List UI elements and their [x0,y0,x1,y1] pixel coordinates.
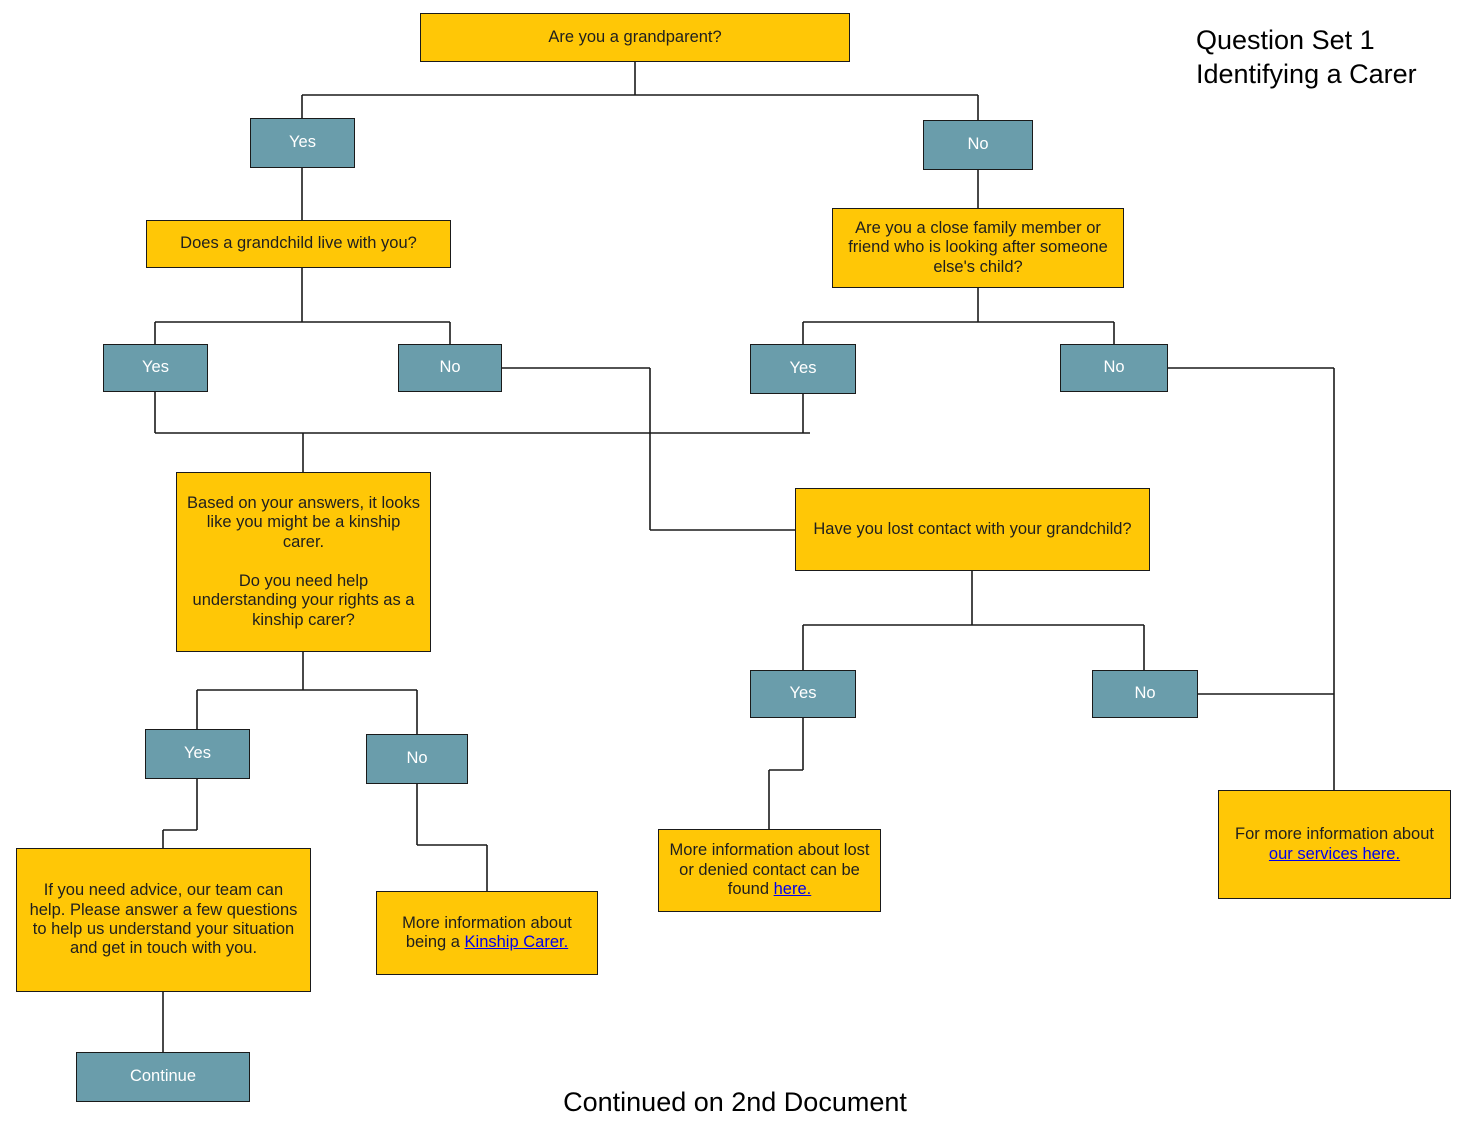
node-label: Continue [129,1067,197,1086]
outcome-being-a-kinship-carer[interactable]: More information about being a Kinship C… [376,891,598,975]
node-label: For more information about our services … [1219,823,1450,866]
outcome-text: More information about lost or denied co… [669,841,870,899]
node-label: Yes [184,744,211,763]
outcome-our-services[interactable]: For more information about our services … [1218,790,1451,899]
node-label: If you need advice, our team can help. P… [29,881,298,958]
node-label: Does a grandchild live with you? [180,234,417,253]
answer-yes-close-family-member[interactable]: Yes [750,344,856,394]
page-title: Question Set 1 Identifying a Carer [1196,25,1417,89]
node-label: Yes [142,358,169,377]
answer-no-grandchild-lives-with-you[interactable]: No [398,344,502,392]
kinship-carer-link[interactable]: Kinship Carer. [464,933,569,951]
question-kinship-carer-rights[interactable]: Based on your answers, it looks like you… [176,472,431,652]
question-have-you-lost-contact[interactable]: Have you lost contact with your grandchi… [795,488,1150,571]
answer-no-lost-contact[interactable]: No [1092,670,1198,718]
node-label: More information about lost or denied co… [659,839,880,901]
outcome-text: For more information about [1234,825,1434,844]
node-label: No [406,749,428,768]
answer-yes-need-help-rights[interactable]: Yes [145,729,250,779]
node-label: Are you a close family member or friend … [848,218,1108,276]
outcome-text: More information about being a [402,913,572,951]
answer-no-grandparent[interactable]: No [923,120,1033,170]
node-label: Yes [789,684,817,703]
node-label: No [1134,684,1156,703]
continue-button[interactable]: Continue [76,1052,250,1102]
node-label: More information about being a Kinship C… [377,912,597,955]
answer-no-close-family-member[interactable]: No [1060,344,1168,392]
answer-yes-grandparent[interactable]: Yes [250,118,355,168]
answer-no-need-help-rights[interactable]: No [366,734,468,784]
node-label: Have you lost contact with your grandchi… [813,519,1132,538]
our-services-here-link[interactable]: our services here. [1268,844,1401,863]
question-are-you-a-grandparent[interactable]: Are you a grandparent? [420,13,850,62]
footer-note: Continued on 2nd Document [563,1087,907,1117]
node-label: No [967,135,989,154]
question-close-family-member-or-friend[interactable]: Are you a close family member or friend … [832,208,1124,288]
node-label: Yes [289,133,316,152]
question-does-a-grandchild-live-with-you[interactable]: Does a grandchild live with you? [146,220,451,268]
node-label: No [439,358,461,377]
node-label: Based on your answers, it looks like you… [187,493,420,629]
outcome-lost-or-denied-contact[interactable]: More information about lost or denied co… [658,829,881,912]
node-label: No [1103,358,1125,377]
node-label: Are you a grandparent? [548,27,722,46]
answer-yes-lost-contact[interactable]: Yes [750,670,856,718]
node-label: Yes [789,359,817,378]
outcome-team-can-help[interactable]: If you need advice, our team can help. P… [16,848,311,992]
answer-yes-grandchild-lives-with-you[interactable]: Yes [103,344,208,392]
lost-contact-here-link[interactable]: here. [773,880,812,899]
